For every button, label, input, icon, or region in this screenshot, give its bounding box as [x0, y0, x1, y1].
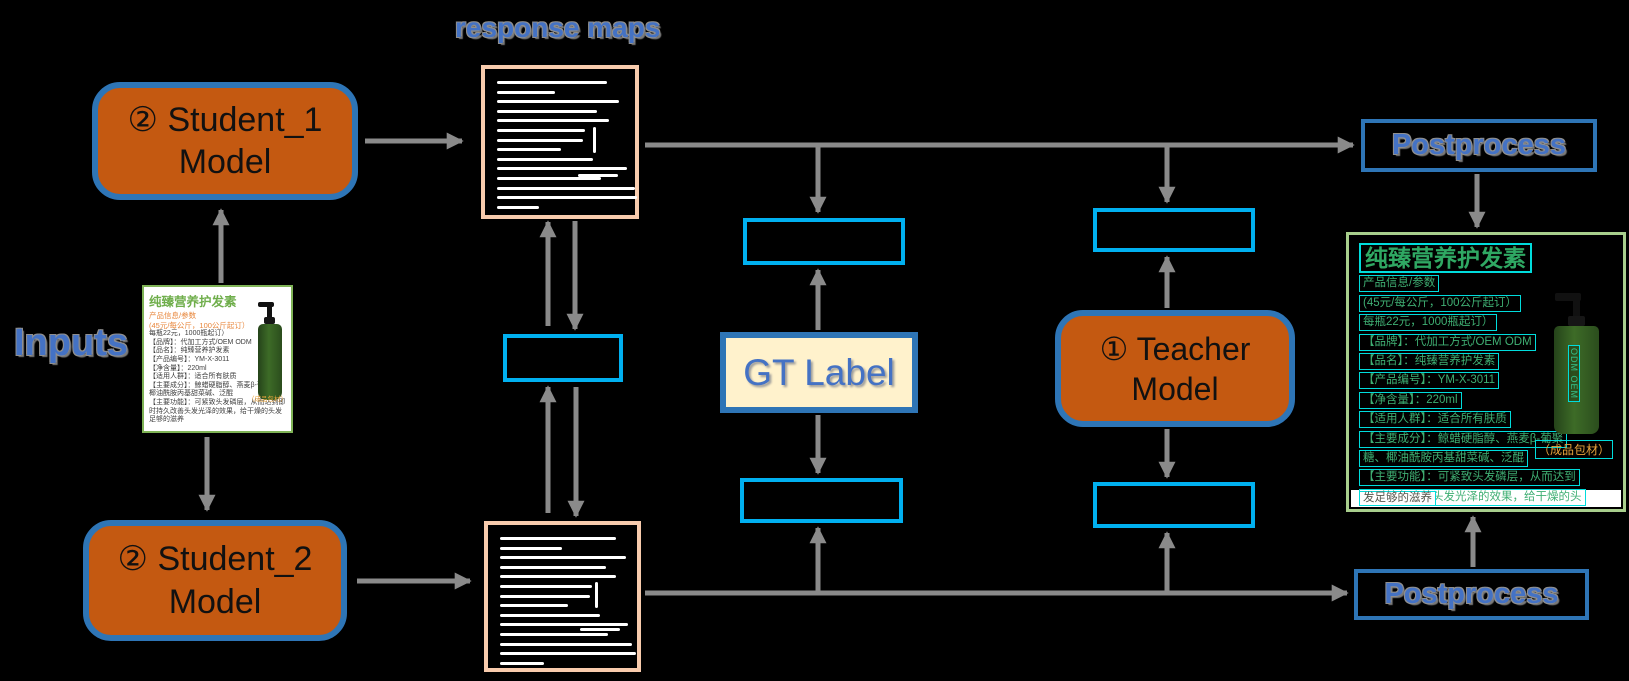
response-stroke — [497, 186, 635, 190]
input-card-line: 【品名】：纯臻营养护发素 — [149, 347, 230, 355]
response-stroke — [497, 109, 597, 113]
ocr-text-box: 糖、椰油酰胺丙基甜菜碱、泛醌 — [1359, 449, 1528, 467]
teacher-top-loss-box — [1093, 208, 1255, 252]
response-stroke — [500, 537, 616, 540]
output-product-card: 纯臻营养护发素 产品信息/参数 (45元/每公斤，100公斤起订） 每瓶22元，… — [1346, 232, 1626, 512]
gt-bottom-loss-box — [740, 478, 903, 523]
input-card-line: 【产品编号】：YM-X-3011 — [149, 355, 230, 363]
response-stroke — [500, 556, 626, 560]
inputs-label: Inputs — [14, 322, 128, 364]
teacher-label-line2: Model — [1131, 370, 1219, 407]
response-stroke — [500, 642, 632, 646]
ocr-text-box: 【品牌】：代加工方式/OEM ODM — [1359, 333, 1536, 351]
response-stroke — [500, 604, 568, 608]
student1-model-node: ② Student_1 Model — [92, 82, 358, 200]
response-stroke — [500, 613, 600, 617]
input-card-line: (45元/每公斤，100公斤起订） — [149, 320, 250, 330]
input-card-bottle-image — [256, 302, 288, 402]
response-stroke — [500, 594, 590, 598]
response-stroke-vertical — [595, 582, 599, 609]
ocr-text-box: 【主要功能】：可紧致头发磷层，从而达到 — [1359, 469, 1580, 487]
response-stroke — [500, 661, 544, 665]
bottle-odm-oem-label: ODM OEM — [1568, 345, 1580, 402]
response-stroke-short — [580, 627, 621, 631]
postprocess-top-label: Postprocess — [1391, 129, 1567, 161]
student1-label-line2: Model — [178, 143, 272, 181]
response-stroke — [497, 138, 583, 142]
response-stroke — [497, 81, 607, 84]
student2-model-node: ② Student_2 Model — [83, 520, 347, 641]
gt-label-node: GT Label — [720, 332, 918, 413]
postprocess-bottom-node: Postprocess — [1354, 569, 1589, 620]
response-stroke — [500, 652, 636, 656]
response-stroke — [497, 205, 539, 209]
response-stroke — [500, 565, 606, 569]
teacher-model-node: ① Teacher Model — [1055, 310, 1295, 427]
output-card-text-column: 纯臻营养护发素 产品信息/参数 (45元/每公斤，100公斤起订） 每瓶22元，… — [1359, 243, 1586, 506]
input-card-line: 【主要成分】：鲸蜡硬脂醇、燕麦β-葡聚糖、椰油酰胺丙基甜菜碱、泛醌 — [149, 381, 285, 398]
mid-loss-box — [503, 334, 623, 382]
response-stroke — [497, 90, 555, 94]
response-stroke — [497, 176, 601, 180]
response-maps-title: response maps — [455, 12, 661, 43]
response-stroke-vertical — [593, 127, 596, 154]
input-card-line: 【净含量】：220ml — [149, 364, 207, 372]
postprocess-top-node: Postprocess — [1361, 119, 1597, 172]
input-product-card: 纯臻营养护发素 产品信息/参数 (45元/每公斤，100公斤起订） 每瓶22元，… — [142, 285, 293, 433]
ocr-text-box: 【品名】：纯臻营养护发素 — [1359, 352, 1500, 370]
response-map-2 — [484, 521, 641, 672]
ocr-text-box: 产品信息/参数 — [1359, 275, 1440, 293]
input-card-line: 产品信息/参数 — [149, 311, 197, 320]
teacher-bottom-loss-box — [1093, 482, 1255, 528]
student1-label-line1: ② Student_1 — [127, 100, 323, 139]
gt-top-loss-box — [743, 218, 905, 265]
ocr-text-box: (45元/每公斤，100公斤起订） — [1359, 294, 1522, 312]
response-stroke — [497, 167, 627, 171]
ocr-text-box: 【产品编号】：YM-X-3011 — [1359, 372, 1500, 390]
response-stroke — [497, 196, 637, 200]
ocr-text-box: 【主要成分】：鲸蜡硬脂醇、燕麦β-葡聚 — [1359, 430, 1568, 448]
student2-label-line2: Model — [168, 582, 262, 621]
response-map-1 — [481, 65, 639, 219]
response-stroke — [497, 128, 585, 132]
response-stroke — [497, 157, 593, 161]
input-card-title: 纯臻营养护发素 — [149, 295, 237, 309]
output-card-packaging-note: （成品包材） — [1534, 440, 1613, 459]
output-card-title: 纯臻营养护发素 — [1359, 243, 1532, 273]
response-stroke-short — [578, 174, 618, 178]
ocr-text-box: 【净含量】：220ml — [1359, 391, 1462, 409]
ocr-text-box: 每瓶22元，1000瓶起订） — [1359, 314, 1498, 332]
gt-label-text: GT Label — [743, 351, 895, 393]
input-card-line: 【品牌】：代加工方式/OEM ODM — [149, 338, 252, 346]
response-stroke — [500, 623, 628, 627]
response-stroke — [500, 546, 562, 550]
teacher-label-line1: ① Teacher — [1099, 330, 1251, 367]
postprocess-bottom-label: Postprocess — [1384, 578, 1559, 610]
output-card-bottle-image: ODM OEM — [1553, 293, 1605, 435]
input-card-packaging-note: （成品包材） — [248, 396, 287, 403]
ocr-text-box: 【适用人群】：适合所有肤质 — [1359, 411, 1511, 429]
input-card-line: 【主要功能】：可紧致头发磷层，从而达到即时持久改善头发光泽的效果，给干燥的头发足… — [149, 398, 286, 424]
student2-label-line1: ② Student_2 — [117, 540, 313, 578]
input-card-line: 每瓶22元，1000瓶起订） — [149, 330, 229, 338]
response-stroke — [500, 584, 592, 588]
response-stroke — [497, 119, 609, 123]
ocr-text-box-last: 发足够的滋养 — [1359, 491, 1436, 506]
response-stroke — [500, 632, 608, 636]
response-stroke — [497, 100, 619, 104]
input-card-line: 【适用人群】：适合所有肤质 — [149, 373, 237, 381]
response-stroke — [497, 148, 561, 152]
response-stroke — [500, 575, 616, 579]
